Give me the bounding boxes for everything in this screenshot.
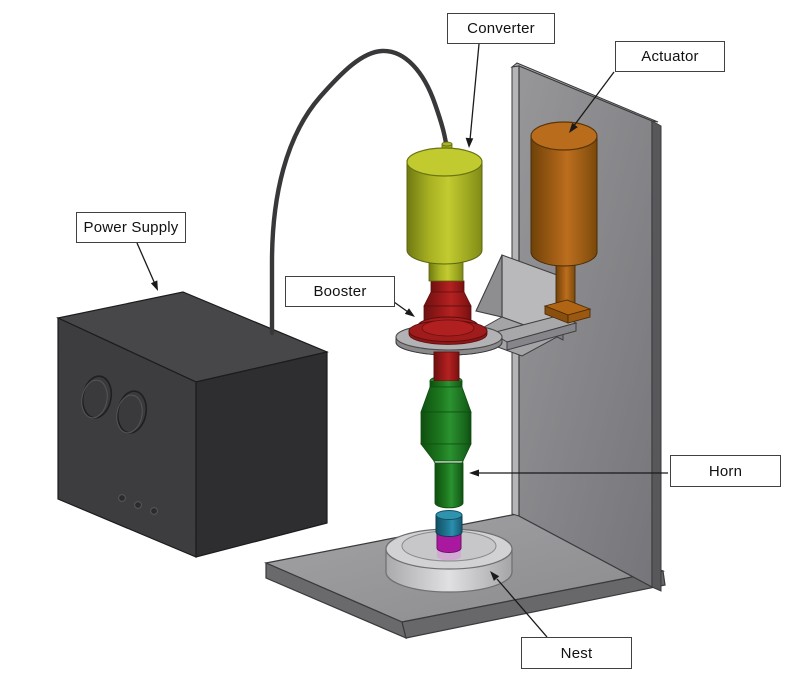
leader-booster: [393, 301, 415, 317]
label-actuator-text: Actuator: [641, 48, 699, 65]
vent-hole-icon: [81, 375, 113, 419]
indicator-buttons: [118, 494, 158, 515]
actuator-part: [530, 121, 598, 324]
power-supply-unit: [56, 291, 329, 558]
label-actuator: Actuator: [615, 41, 725, 72]
label-converter: Converter: [447, 13, 555, 44]
workpiece: [435, 510, 463, 561]
label-nest: Nest: [521, 637, 632, 669]
workpiece-top-side: [435, 514, 463, 537]
leader-horn: [469, 469, 668, 477]
converter-part: [406, 141, 483, 282]
label-horn-text: Horn: [708, 462, 743, 480]
booster-part: [408, 280, 488, 382]
leader-lines: [136, 43, 668, 638]
vent-hole-icon: [116, 390, 148, 434]
horn-part: [420, 351, 472, 509]
workpiece-top-face: [435, 510, 463, 520]
label-booster-text: Booster: [313, 283, 367, 300]
leader-nest: [490, 571, 548, 638]
leader-converter: [465, 43, 480, 148]
label-nest-text: Nest: [560, 644, 593, 662]
label-power-supply: Power Supply: [76, 212, 186, 243]
leader-power-supply: [136, 242, 158, 291]
label-booster: Booster: [285, 276, 395, 307]
leader-actuator: [569, 71, 615, 133]
label-power-supply-text: Power Supply: [83, 219, 179, 236]
actuator-foot: [543, 299, 592, 324]
label-horn: Horn: [670, 455, 781, 487]
workpiece-ring: [436, 533, 462, 553]
power-cable: [269, 48, 450, 336]
label-converter-text: Converter: [467, 20, 535, 37]
